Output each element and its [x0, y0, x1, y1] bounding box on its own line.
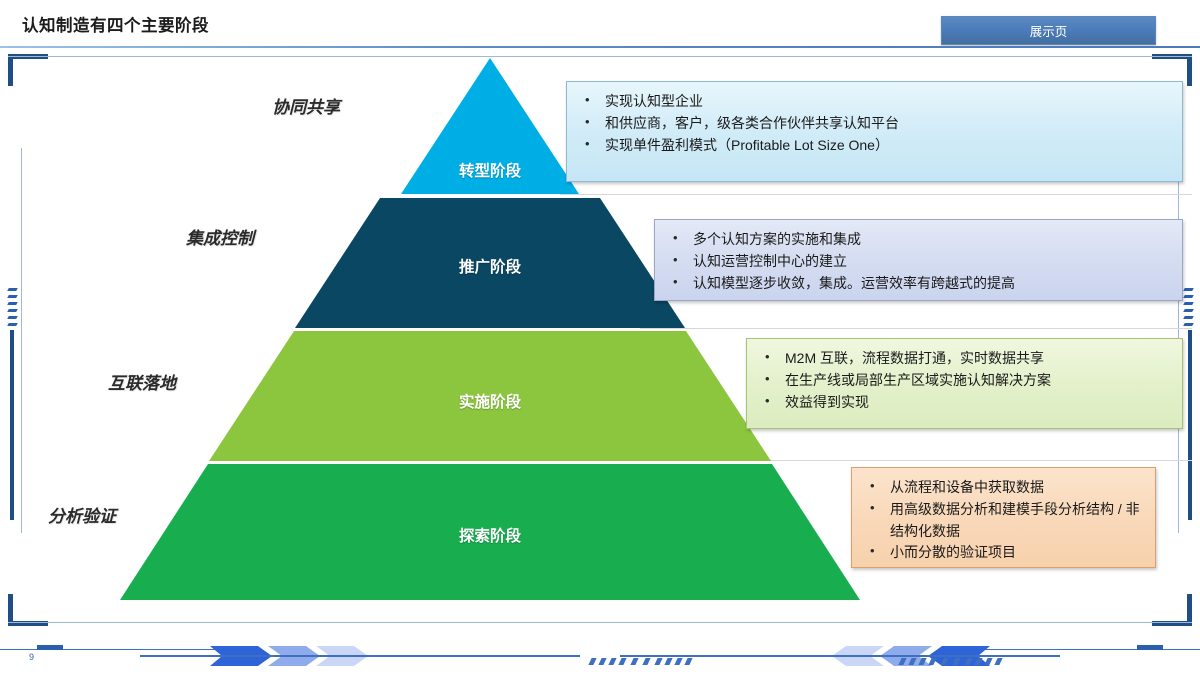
list-item: 在生产线或局部生产区域实施认知解决方案	[759, 369, 1172, 392]
stage-label-collaboration: 协同共享	[272, 98, 340, 117]
frame-rail-top	[8, 56, 1192, 57]
pyramid-tier-3	[209, 331, 771, 461]
pyramid-tier-1-label: 转型阶段	[458, 163, 521, 180]
status-badge-label: 展示页	[1029, 25, 1068, 39]
separator-tier-2	[640, 328, 1192, 329]
frame-accent-left	[10, 330, 14, 520]
callout-rollout[interactable]: 多个认知方案的实施和集成 认知运营控制中心的建立 认知模型逐步收敛，集成。运营效…	[654, 219, 1183, 301]
list-item: 和供应商，客户，级各类合作伙伴共享认知平台	[579, 112, 1172, 135]
pyramid-tier-4-label: 探索阶段	[458, 528, 521, 545]
footer-dash-right	[1137, 645, 1163, 650]
stage-label-analysis: 分析验证	[48, 507, 116, 526]
list-item: 实现单件盈利模式（Profitable Lot Size One）	[579, 134, 1172, 157]
footer-underline-right	[620, 655, 1060, 657]
footer-chevrons-left	[210, 646, 368, 666]
list-item: 效益得到实现	[759, 391, 1172, 414]
list-item: 认知运营控制中心的建立	[667, 250, 1172, 273]
callout-transform[interactable]: 实现认知型企业 和供应商，客户，级各类合作伙伴共享认知平台 实现单件盈利模式（P…	[566, 81, 1183, 182]
pyramid-tier-3-label: 实施阶段	[458, 394, 521, 411]
callout-exploration-list: 从流程和设备中获取数据 用高级数据分析和建模手段分析结构 / 非结构化数据 小而…	[864, 476, 1145, 564]
separator-tier-3	[730, 460, 1192, 461]
footer-line-left	[0, 649, 250, 650]
list-item: 小而分散的验证项目	[864, 541, 1145, 564]
footer-underline-left	[140, 655, 580, 657]
footer-dash-left	[37, 645, 63, 650]
separator-tier-1	[560, 194, 1192, 195]
callout-implementation-list: M2M 互联，流程数据打通，实时数据共享 在生产线或局部生产区域实施认知解决方案…	[759, 347, 1172, 414]
footer-chevrons-right	[832, 646, 990, 666]
frame-accent-right	[1188, 330, 1192, 520]
pyramid-tier-2-label: 推广阶段	[458, 259, 521, 276]
pyramid-tier-1	[401, 58, 579, 194]
corner-bracket-bottom-left	[8, 582, 52, 626]
callout-rollout-list: 多个认知方案的实施和集成 认知运营控制中心的建立 认知模型逐步收敛，集成。运营效…	[667, 228, 1172, 295]
list-item: 用高级数据分析和建模手段分析结构 / 非结构化数据	[864, 498, 1145, 543]
frame-rail-left	[21, 148, 22, 533]
footer-line-right	[950, 649, 1200, 650]
list-item: M2M 互联，流程数据打通，实时数据共享	[759, 347, 1172, 370]
header-rule	[0, 46, 1200, 48]
list-item: 多个认知方案的实施和集成	[667, 228, 1172, 251]
page-number: 9	[29, 652, 35, 662]
callout-exploration[interactable]: 从流程和设备中获取数据 用高级数据分析和建模手段分析结构 / 非结构化数据 小而…	[851, 467, 1156, 568]
frame-rail-bottom	[8, 622, 1192, 623]
list-item: 实现认知型企业	[579, 90, 1172, 113]
list-item: 从流程和设备中获取数据	[864, 476, 1145, 499]
callout-implementation[interactable]: M2M 互联，流程数据打通，实时数据共享 在生产线或局部生产区域实施认知解决方案…	[746, 338, 1183, 429]
page-title: 认知制造有四个主要阶段	[22, 17, 209, 35]
list-item: 认知模型逐步收敛，集成。运营效率有跨越式的提高	[667, 272, 1172, 295]
stage-label-integration: 集成控制	[186, 229, 254, 248]
status-badge[interactable]: 展示页	[941, 16, 1156, 45]
corner-bracket-bottom-right	[1148, 582, 1192, 626]
stage-label-connectivity: 互联落地	[108, 374, 176, 393]
callout-transform-list: 实现认知型企业 和供应商，客户，级各类合作伙伴共享认知平台 实现单件盈利模式（P…	[579, 90, 1172, 157]
pyramid-tier-4	[120, 464, 860, 600]
pyramid-tier-2	[295, 198, 685, 328]
